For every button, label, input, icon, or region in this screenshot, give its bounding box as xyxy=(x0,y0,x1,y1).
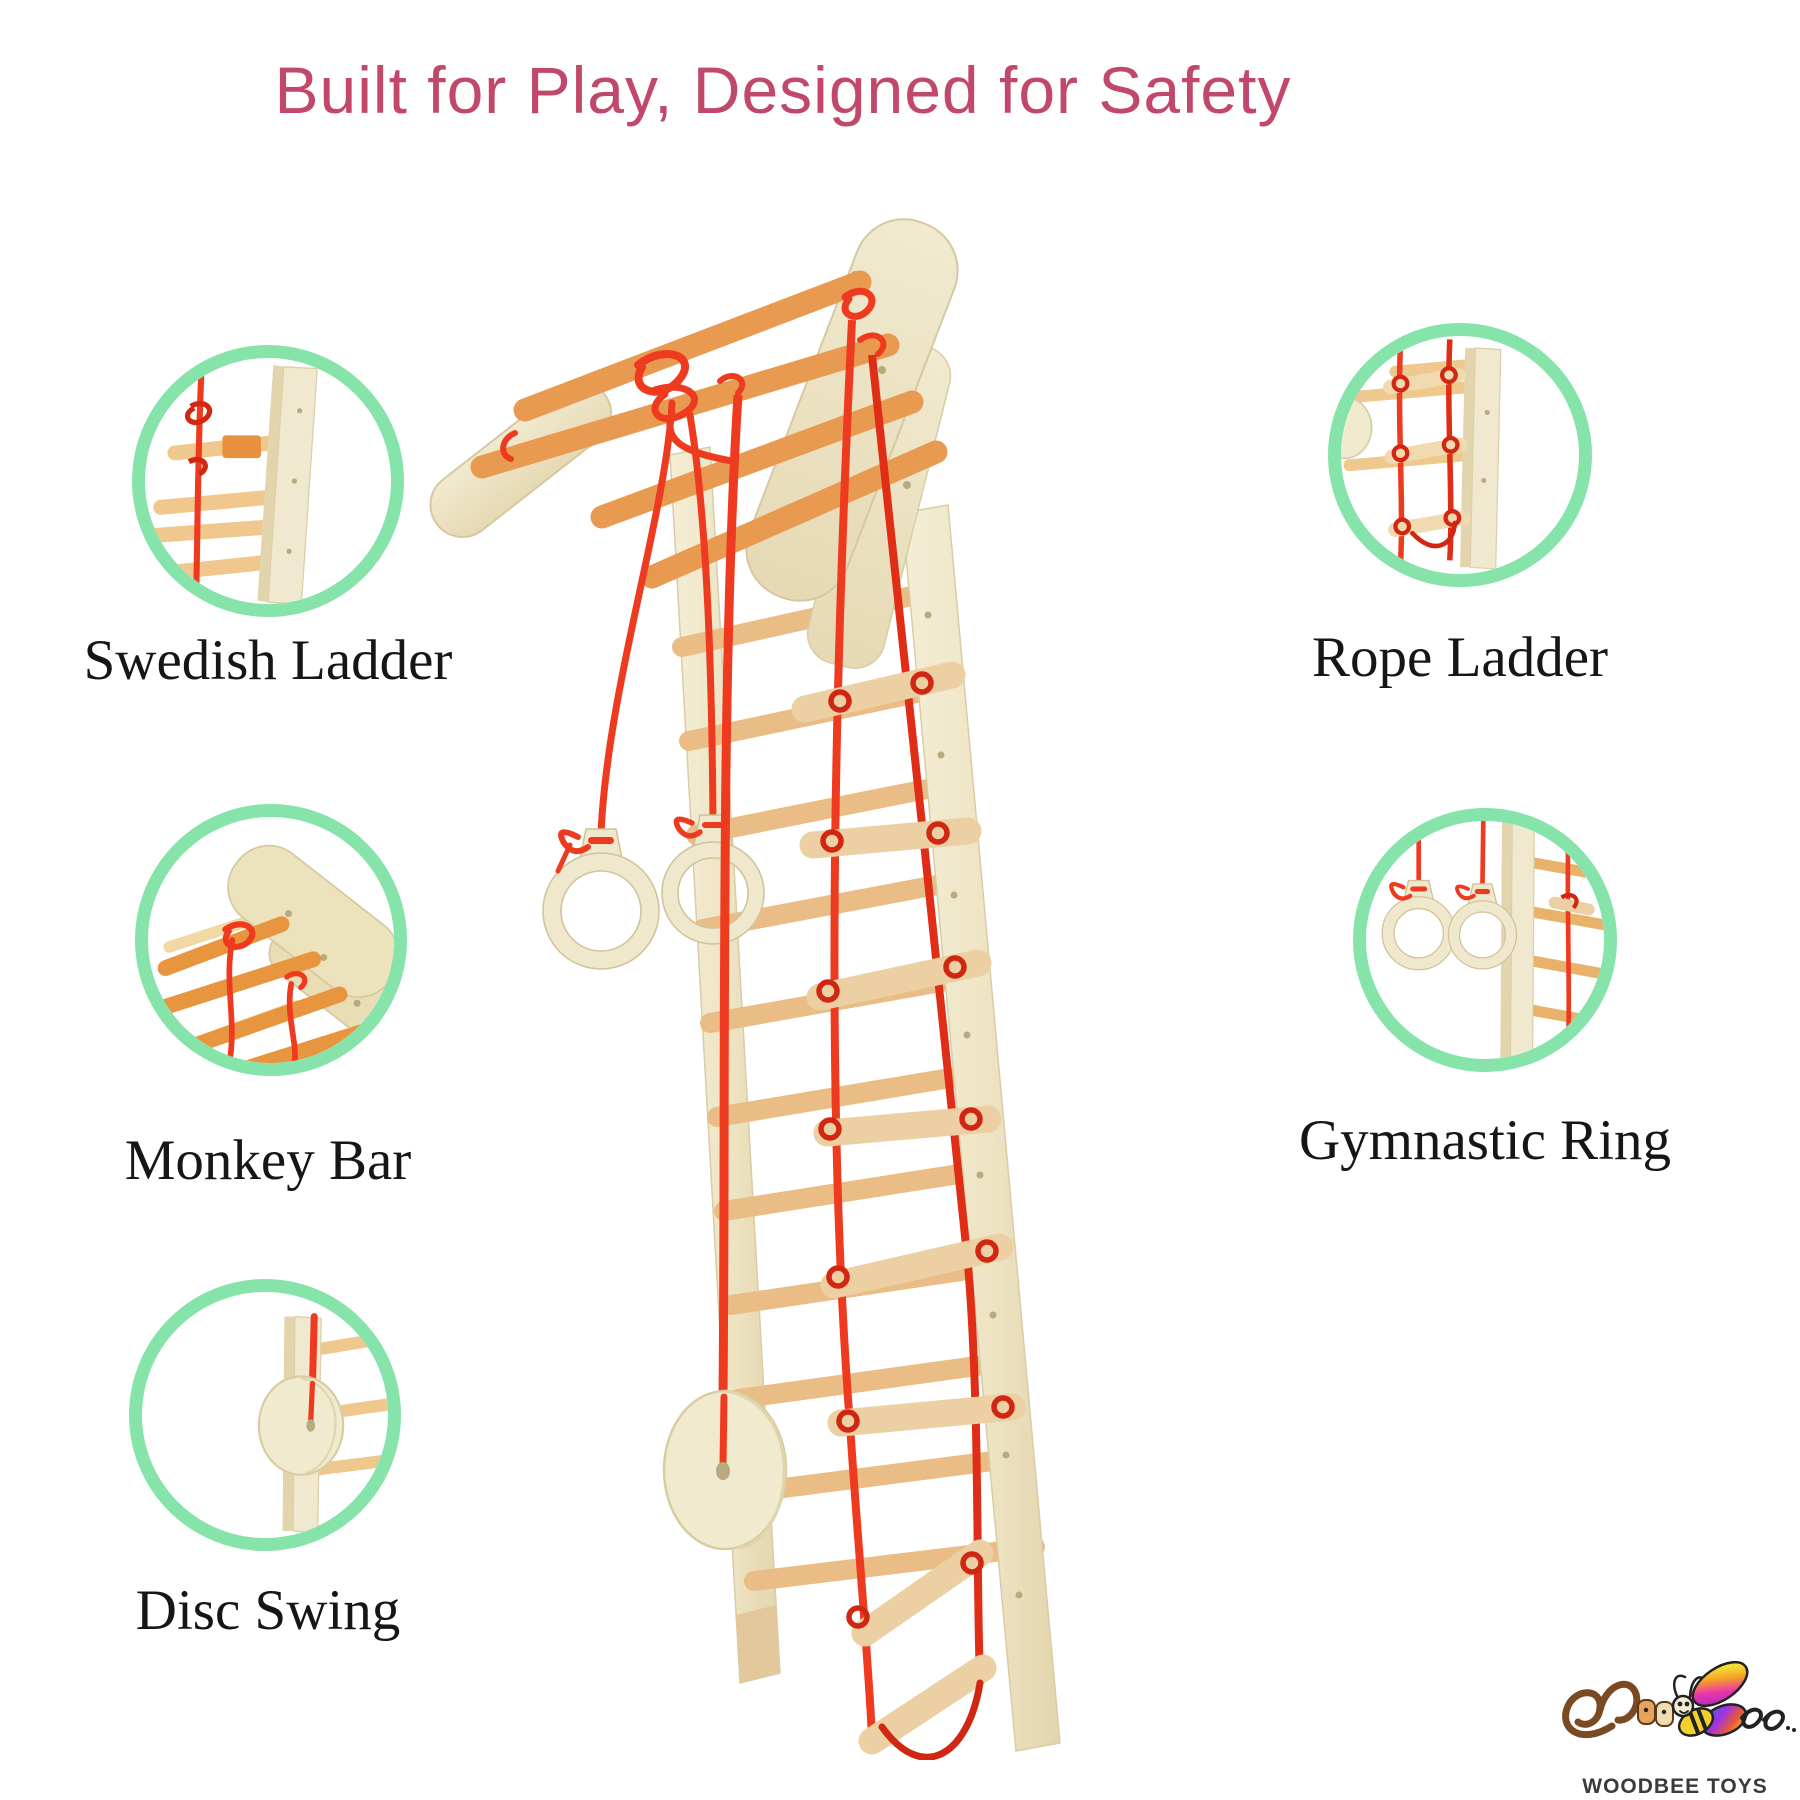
rope-ladder xyxy=(791,319,1026,1761)
ladder-left-foot xyxy=(736,1605,780,1683)
woodbee-logo: WOODBEE TOYS xyxy=(1545,1648,1800,1799)
monkey-bar-detail xyxy=(152,844,394,1063)
callout-label-rope-ladder: Rope Ladder xyxy=(1312,626,1608,689)
rope-ladder-detail xyxy=(1341,339,1502,570)
callout-label-gymnastic-ring: Gymnastic Ring xyxy=(1298,1109,1672,1172)
swedish-ladder-detail xyxy=(148,365,318,604)
woodbee-bee-icon xyxy=(1562,1660,1796,1739)
callout-circle-swedish-ladder xyxy=(132,345,404,617)
rail-screws xyxy=(924,611,1023,1599)
callout-circle-monkey-bar xyxy=(135,804,407,1076)
disc-swing xyxy=(662,394,788,1551)
callout-circle-gymnastic-ring xyxy=(1353,808,1617,1072)
callout-label-monkey-bar: Monkey Bar xyxy=(124,1129,412,1192)
climbing-set-illustration xyxy=(429,218,1061,1761)
rope-ladder-knots xyxy=(816,671,1015,1629)
ring-ropes xyxy=(597,399,717,837)
monkey-bar-rungs xyxy=(470,270,948,589)
gymnastic-rings xyxy=(542,814,765,970)
callout-label-disc-swing: Disc Swing xyxy=(135,1579,401,1642)
page-title: Built for Play, Designed for Safety xyxy=(274,53,1292,127)
callout-label-swedish-ladder: Swedish Ladder xyxy=(83,629,453,692)
callout-circle-rope-ladder xyxy=(1328,323,1592,587)
climbing-set-photo xyxy=(420,185,1120,1761)
callout-circle-disc-swing xyxy=(129,1279,401,1551)
logo-caption: WOODBEE TOYS xyxy=(1582,1775,1768,1798)
gymnastic-ring-detail xyxy=(1381,821,1604,1059)
disc-swing-detail xyxy=(257,1313,388,1534)
